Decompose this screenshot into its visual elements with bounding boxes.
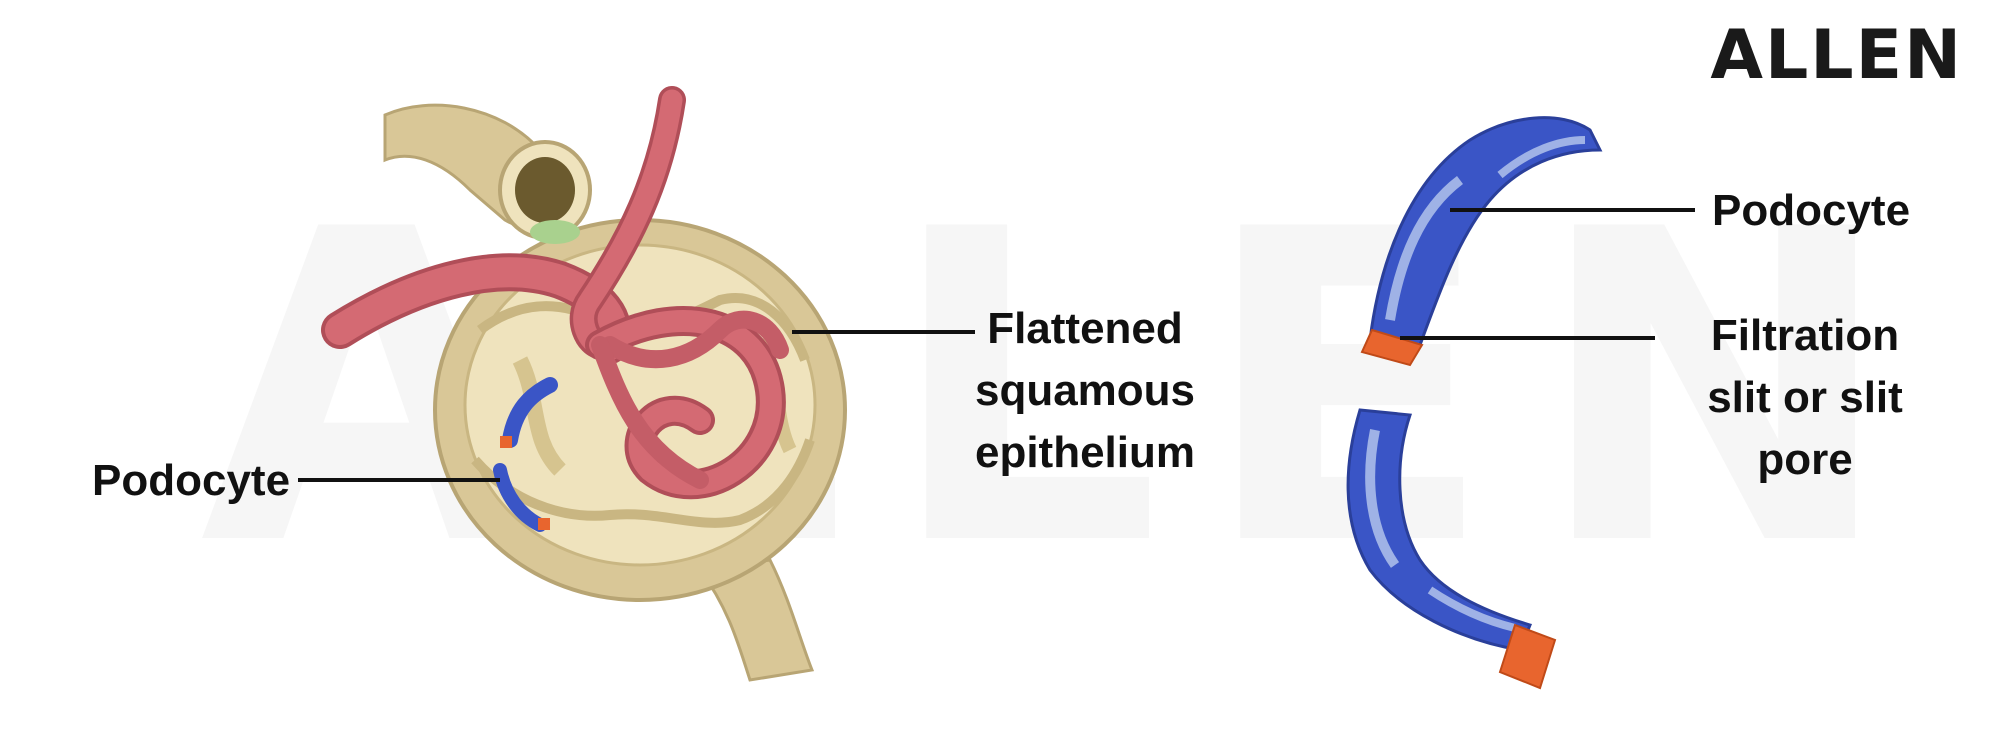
label-flattened-squamous-epithelium: Flattened squamous epithelium <box>960 298 1210 484</box>
leader-lines <box>298 208 1695 482</box>
podocyte-lower <box>1346 408 1557 690</box>
podocyte-upper <box>1360 116 1603 367</box>
epithelium-line-2: squamous <box>974 366 1196 415</box>
tubule-top <box>383 103 592 244</box>
label-right-podocyte: Podocyte <box>1712 186 1911 235</box>
epithelium-line-1: Flattened <box>987 304 1183 353</box>
blood-vessels <box>321 86 789 500</box>
slit-line-1: Filtration <box>1710 311 1900 360</box>
label-left-podocyte: Podocyte <box>92 456 291 505</box>
capsule-podocytes <box>493 377 558 532</box>
epithelium-line-3: epithelium <box>974 428 1196 477</box>
slit-line-3: pore <box>1757 435 1853 484</box>
slit-line-2: slit or slit <box>1707 373 1903 422</box>
allen-logo: ALLEN <box>1710 16 1963 95</box>
label-filtration-slit: Filtration slit or slit pore <box>1685 305 1925 491</box>
